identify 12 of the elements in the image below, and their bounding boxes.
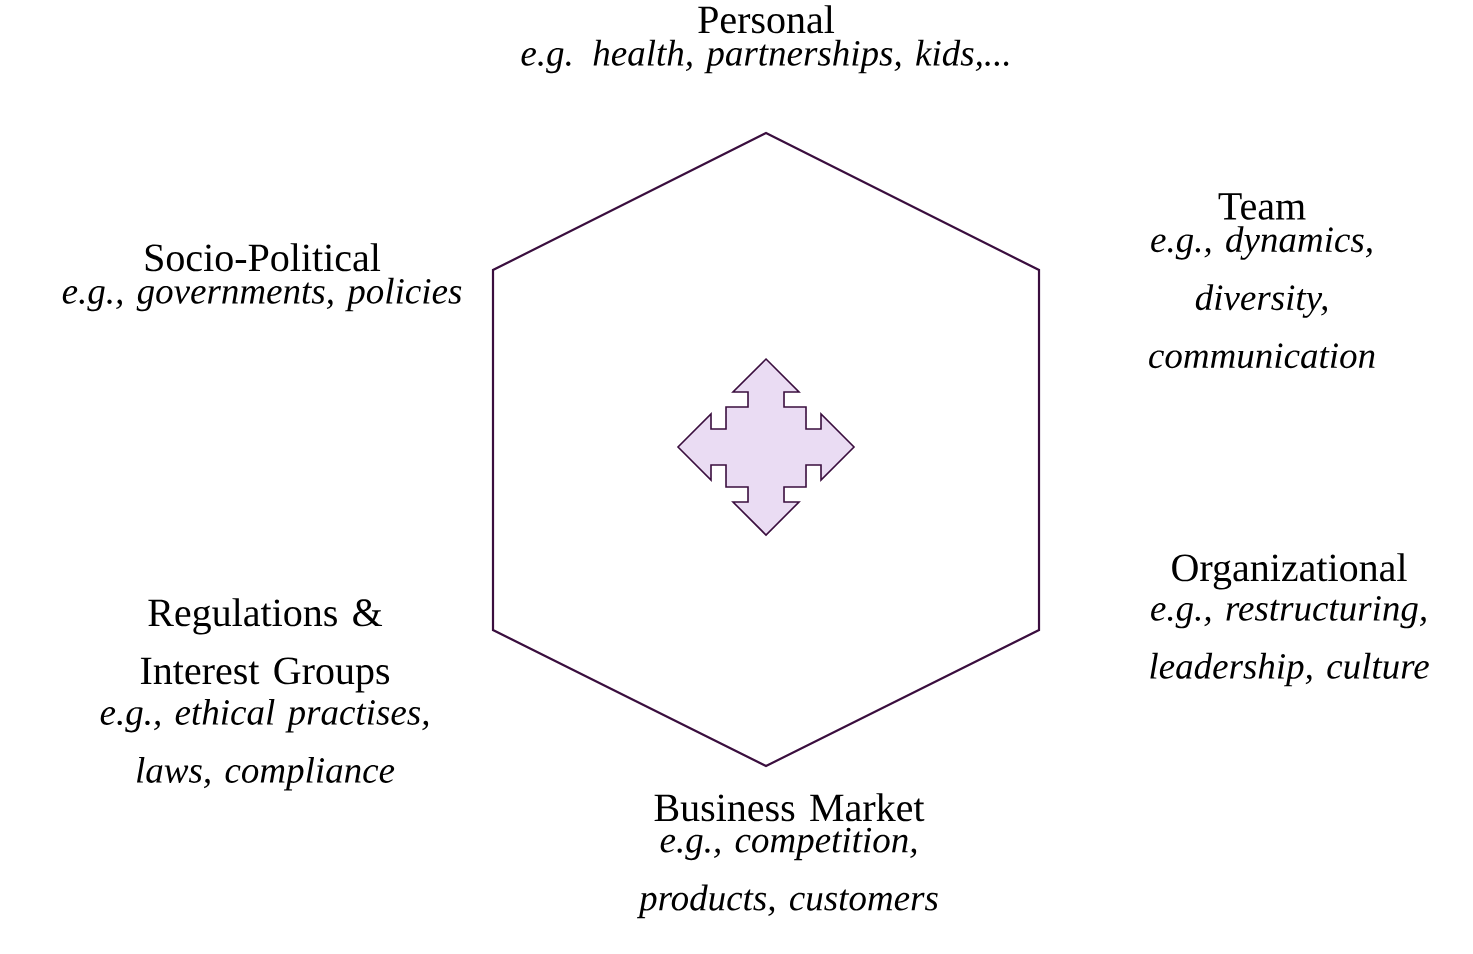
example-text: e.g., competition, products, customers (636, 827, 938, 919)
category-heading: Team (1218, 193, 1306, 220)
category-heading: Socio-Political (145, 243, 381, 272)
category-heading: Business Market (654, 793, 925, 822)
category-heading: Regulations & Interest Groups (140, 598, 390, 693)
example-text: e.g. health, partnerships, kids,... (521, 39, 1009, 74)
example-text: e.g., restructuring, leadership, culture (1150, 596, 1429, 687)
category-heading: Personal (698, 5, 835, 34)
example-text: e.g., ethical practises, laws, compliance (100, 698, 429, 791)
example-text: e.g., governments, policies (62, 277, 462, 312)
example-text: e.g., dynamics, diversity, communication (1149, 226, 1375, 369)
category-heading: Organizational (1172, 553, 1407, 590)
